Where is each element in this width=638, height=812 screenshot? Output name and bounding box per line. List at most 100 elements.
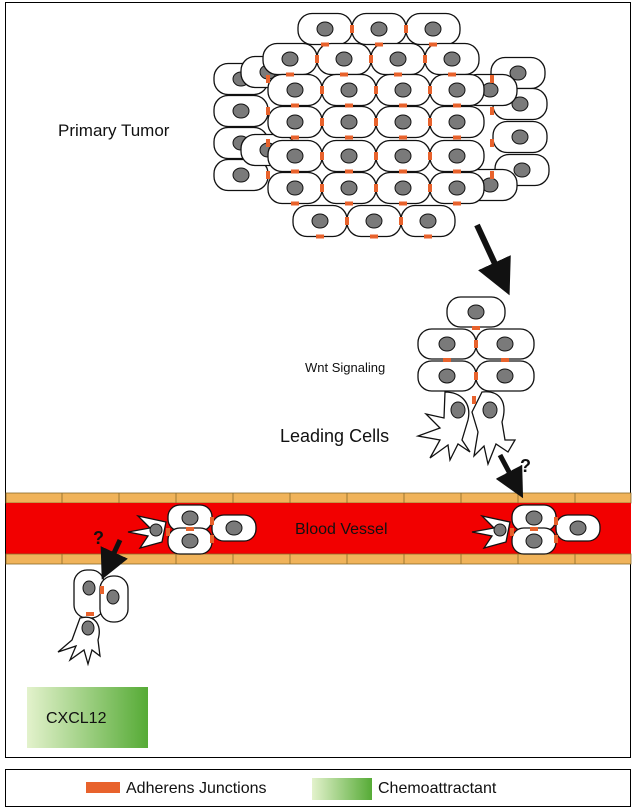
- adherens-junction: [210, 535, 214, 543]
- cell-nucleus: [438, 336, 456, 352]
- leading-cell: [415, 391, 471, 463]
- adherens-junction: [453, 103, 461, 108]
- cell-nucleus: [335, 51, 353, 67]
- cell-nucleus: [513, 162, 531, 178]
- adherens-junction: [399, 201, 407, 206]
- cell-nucleus: [181, 533, 199, 549]
- arrow-to-invasion: [474, 223, 511, 296]
- adherens-junction: [554, 535, 558, 543]
- cell-nucleus: [467, 304, 485, 320]
- adherens-junction: [399, 103, 407, 108]
- cell-nucleus: [81, 620, 95, 636]
- adherens-junction: [424, 234, 432, 239]
- cell-nucleus: [569, 520, 587, 536]
- cell-nucleus: [340, 148, 358, 164]
- adherens-junction: [345, 103, 353, 108]
- cell-nucleus: [232, 103, 250, 119]
- adherens-junction: [345, 201, 353, 206]
- cell-nucleus: [286, 114, 304, 130]
- adherens-junction: [86, 612, 94, 616]
- adherens-junction: [370, 234, 378, 239]
- adherens-junction: [554, 517, 558, 525]
- adherens-junction: [345, 135, 353, 140]
- adherens-junction: [286, 72, 294, 77]
- extravasated-cluster: [57, 569, 129, 667]
- cell-nucleus: [281, 51, 299, 67]
- adherens-junction: [490, 107, 494, 115]
- adherens-junction: [291, 169, 299, 174]
- cell-nucleus: [311, 213, 329, 229]
- cell-nucleus: [496, 336, 514, 352]
- leading-cell: [57, 616, 101, 667]
- adherens-junction: [316, 234, 324, 239]
- adherens-junction: [374, 86, 378, 94]
- adherens-junction: [399, 169, 407, 174]
- adherens-junction: [374, 152, 378, 160]
- adherens-junction: [474, 372, 478, 380]
- adherens-junction: [266, 75, 270, 83]
- adherens-junction: [315, 55, 319, 63]
- adherens-junction: [374, 118, 378, 126]
- adherens-junction: [472, 326, 480, 330]
- cell-nucleus: [181, 510, 199, 526]
- adherens-junction: [423, 55, 427, 63]
- adherens-junction: [291, 135, 299, 140]
- cell-nucleus: [448, 180, 466, 196]
- diagram-panel: [5, 2, 631, 758]
- cell-nucleus: [340, 180, 358, 196]
- adherens-junction: [340, 72, 348, 77]
- cell-nucleus: [286, 82, 304, 98]
- adherens-junction: [266, 107, 270, 115]
- adherens-junction: [429, 42, 437, 47]
- cell-nucleus: [394, 82, 412, 98]
- cell-nucleus: [493, 523, 507, 537]
- legend-box: [5, 769, 631, 807]
- adherens-junction: [100, 586, 104, 594]
- adherens-junction: [166, 528, 170, 536]
- adherens-junction: [266, 171, 270, 179]
- question-mark-intravasation: ?: [520, 456, 531, 476]
- adherens-junction: [210, 517, 214, 525]
- cell-nucleus: [509, 65, 527, 81]
- cell-nucleus: [424, 21, 442, 37]
- adherens-junction: [369, 55, 373, 63]
- adherens-junction: [186, 527, 194, 531]
- cell-nucleus: [106, 589, 120, 605]
- cell-nucleus: [370, 21, 388, 37]
- adherens-junction: [320, 184, 324, 192]
- blood-vessel-label: Blood Vessel: [295, 521, 388, 538]
- adherens-junction: [510, 528, 514, 536]
- arrow-extravasation: [100, 538, 128, 580]
- adherens-junction: [374, 184, 378, 192]
- primary-tumor-label: Primary Tumor: [58, 121, 170, 140]
- adherens-junction: [453, 169, 461, 174]
- cell-nucleus: [232, 167, 250, 183]
- primary-tumor-mass: [213, 12, 550, 239]
- adherens-junction: [345, 169, 353, 174]
- migrating-cluster: [415, 296, 535, 467]
- cell-nucleus: [225, 520, 243, 536]
- cell-nucleus: [394, 114, 412, 130]
- question-mark-extravasation: ?: [93, 528, 104, 548]
- cxcl12-gradient-box: [27, 687, 148, 748]
- adherens-junction: [453, 135, 461, 140]
- cell-nucleus: [316, 21, 334, 37]
- adherens-junction: [291, 103, 299, 108]
- arrow-intravasation: [495, 453, 524, 499]
- cell-nucleus: [443, 51, 461, 67]
- cell-nucleus: [340, 114, 358, 130]
- adherens-junction: [399, 135, 407, 140]
- intravascular-cluster-right: [471, 504, 601, 555]
- wnt-signaling-label: Wnt Signaling: [305, 360, 385, 375]
- adherens-junction: [490, 139, 494, 147]
- adherens-junction: [399, 217, 403, 225]
- adherens-junction: [321, 42, 329, 47]
- cell-nucleus: [419, 213, 437, 229]
- adherens-junction: [474, 340, 478, 348]
- cell-nucleus: [511, 96, 529, 112]
- adherens-junction: [291, 201, 299, 206]
- cell-nucleus: [438, 368, 456, 384]
- adherens-junction: [394, 72, 402, 77]
- cell-nucleus: [450, 401, 466, 419]
- cell-nucleus: [525, 510, 543, 526]
